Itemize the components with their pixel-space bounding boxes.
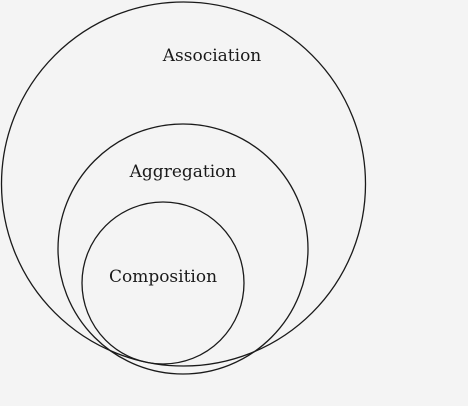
- aggregation-circle: [57, 123, 309, 375]
- composition-label: Composition: [108, 267, 218, 287]
- association-label: Association: [162, 46, 262, 66]
- aggregation-label: Aggregation: [129, 162, 237, 182]
- association-circle: [0, 1, 367, 367]
- composition-circle: [81, 201, 245, 365]
